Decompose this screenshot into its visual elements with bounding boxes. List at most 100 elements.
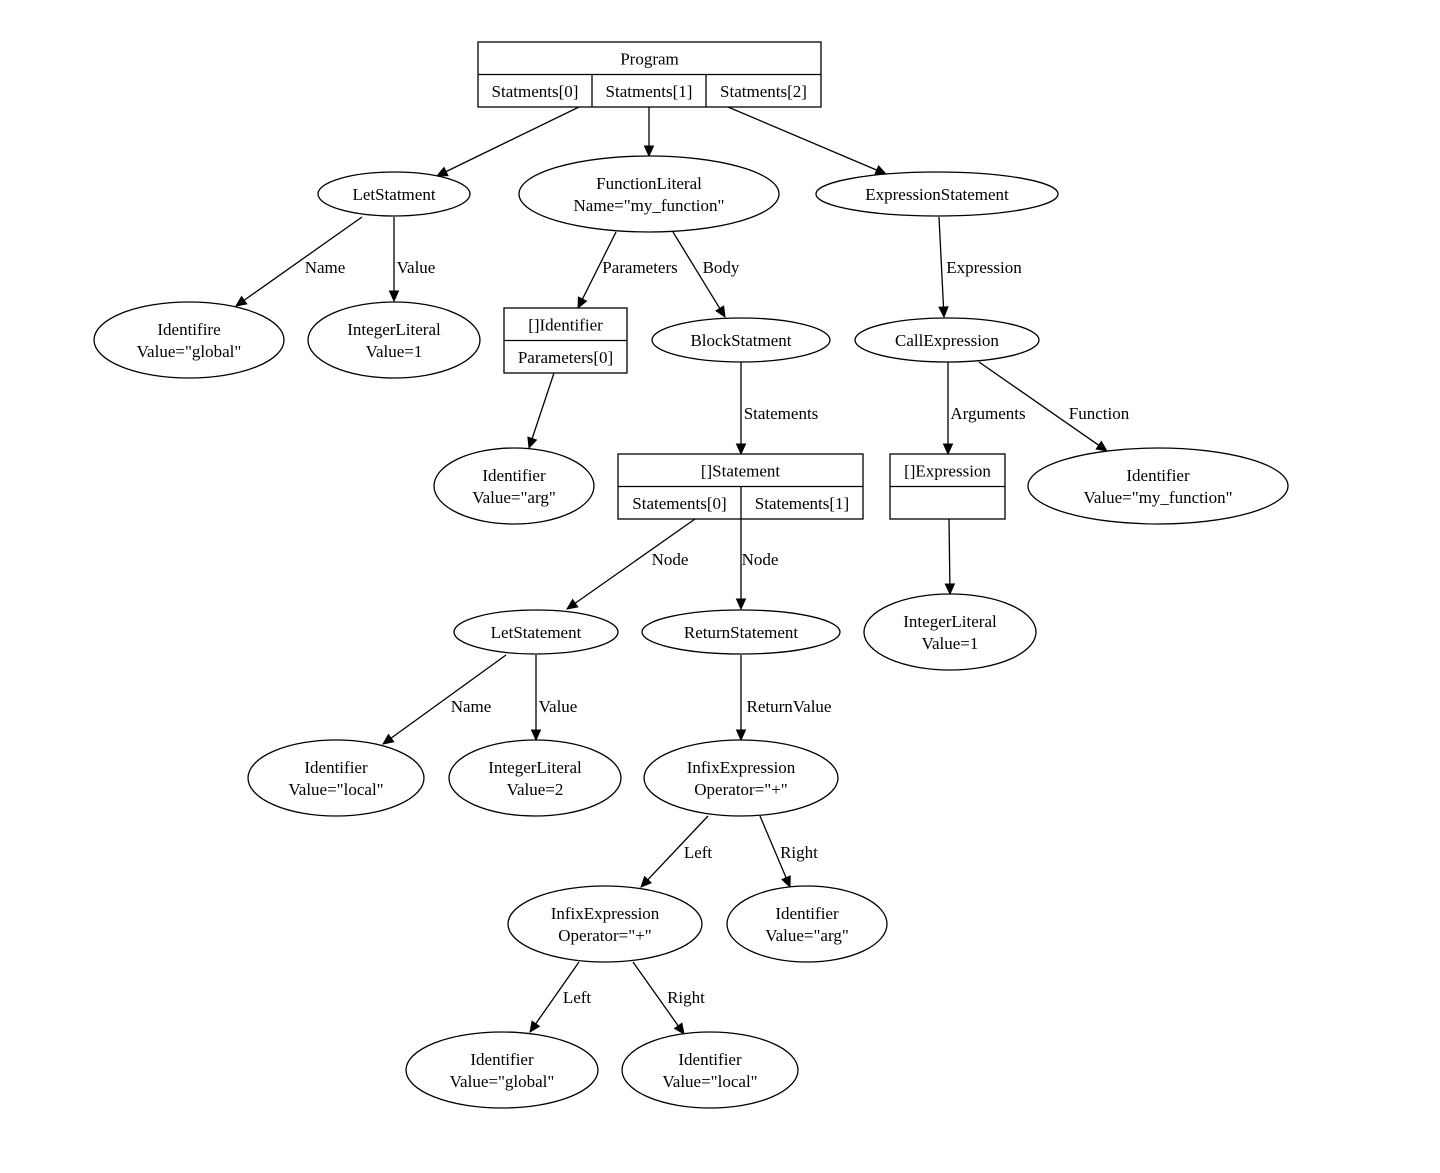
edge-label: Function — [1069, 404, 1130, 423]
node-label: InfixExpression — [551, 904, 660, 923]
edge-label: Value — [397, 258, 436, 277]
edge-label: Right — [780, 843, 818, 862]
node-label: Value="global" — [137, 342, 242, 361]
edge-label: Name — [451, 697, 492, 716]
node-label: FunctionLiteral — [596, 174, 702, 193]
ellipse-shape — [247, 739, 425, 817]
node-label: IntegerLiteral — [488, 758, 582, 777]
node-label: Identifier — [470, 1050, 534, 1069]
ellipse-shape — [507, 885, 703, 963]
ellipse-shape — [643, 739, 839, 817]
arrowhead-icon — [643, 145, 655, 158]
edge-line — [647, 815, 709, 881]
ellipse-shape — [317, 171, 471, 217]
edge-infix2-identGlobal2: Left — [529, 961, 592, 1033]
node-block[interactable]: BlockStatment — [651, 317, 831, 363]
record-field: Statments[0] — [492, 82, 579, 101]
node-label: Value="my_function" — [1083, 488, 1232, 507]
arrowhead-icon — [530, 729, 542, 742]
node-label: Value="global" — [450, 1072, 555, 1091]
ellipse-shape — [854, 317, 1040, 363]
edge-label: Statements — [744, 404, 819, 423]
edge-infix1-identArg2: Right — [759, 815, 818, 889]
node-exprArr[interactable]: []Expression — [889, 453, 1006, 520]
node-call[interactable]: CallExpression — [854, 317, 1040, 363]
edge-let1-intlit1: Value — [388, 217, 436, 303]
node-label: Value="local" — [288, 780, 383, 799]
ellipse-shape — [621, 1031, 799, 1109]
edge-label: Right — [667, 988, 705, 1007]
edge-label: Arguments — [950, 404, 1025, 423]
node-label: ExpressionStatement — [865, 185, 1009, 204]
node-label: Value=1 — [922, 634, 979, 653]
node-label: CallExpression — [895, 331, 999, 350]
node-label: Identifier — [678, 1050, 742, 1069]
edge-label: Expression — [946, 258, 1022, 277]
arrowhead-icon — [944, 583, 956, 596]
edge-line — [632, 961, 679, 1027]
node-label: IntegerLiteral — [903, 612, 997, 631]
arrowhead-icon — [527, 436, 538, 450]
ellipse-shape — [863, 593, 1037, 671]
node-label: InfixExpression — [687, 758, 796, 777]
arrowhead-icon — [735, 729, 747, 742]
arrowhead-icon — [942, 443, 954, 456]
arrowhead-icon — [382, 733, 395, 745]
edge-line — [672, 231, 721, 309]
node-label: Identifire — [157, 320, 220, 339]
edge-label: Left — [563, 988, 592, 1007]
edge-program-exprstmt — [727, 106, 888, 175]
node-label: LetStatment — [352, 185, 435, 204]
arrowhead-icon — [938, 306, 949, 319]
edge-line — [581, 231, 617, 300]
node-label: Value="arg" — [472, 488, 556, 507]
edge-line — [948, 518, 951, 585]
edge-call-exprArr: Arguments — [942, 362, 1026, 456]
ellipse-shape — [1027, 447, 1289, 525]
arrowhead-icon — [577, 296, 588, 310]
record-field: Statments[2] — [720, 82, 807, 101]
edge-line — [978, 361, 1100, 446]
node-exprstmt[interactable]: ExpressionStatement — [815, 171, 1059, 217]
node-let2[interactable]: LetStatement — [453, 609, 619, 655]
edge-infix1-infix2: Left — [640, 815, 712, 888]
arrowhead-icon — [388, 290, 400, 303]
edge-let2-intlit2: Value — [530, 655, 577, 742]
node-program[interactable]: ProgramStatments[0]Statments[1]Statments… — [477, 41, 822, 108]
ellipse-shape — [726, 885, 888, 963]
edge-line — [390, 654, 507, 739]
edge-label: Parameters — [602, 258, 678, 277]
record-title: Program — [620, 49, 679, 68]
edge-line — [535, 961, 580, 1025]
ellipse-shape — [307, 301, 481, 379]
node-ret[interactable]: ReturnStatement — [641, 609, 841, 655]
node-label: Value="arg" — [765, 926, 849, 945]
node-label: BlockStatment — [690, 331, 791, 350]
edge-line — [445, 106, 580, 173]
arrowhead-icon — [529, 1020, 541, 1033]
record-field: Statements[0] — [632, 494, 726, 513]
node-label: Identifier — [482, 466, 546, 485]
edge-exprstmt-call: Expression — [938, 216, 1022, 319]
edge-label: Node — [652, 550, 689, 569]
edge-line — [938, 216, 945, 308]
node-let1[interactable]: LetStatment — [317, 171, 471, 217]
ellipse-shape — [815, 171, 1059, 217]
edge-let2-identLocal: Name — [382, 654, 507, 745]
edge-let1-identGlobal: Name — [235, 216, 363, 307]
